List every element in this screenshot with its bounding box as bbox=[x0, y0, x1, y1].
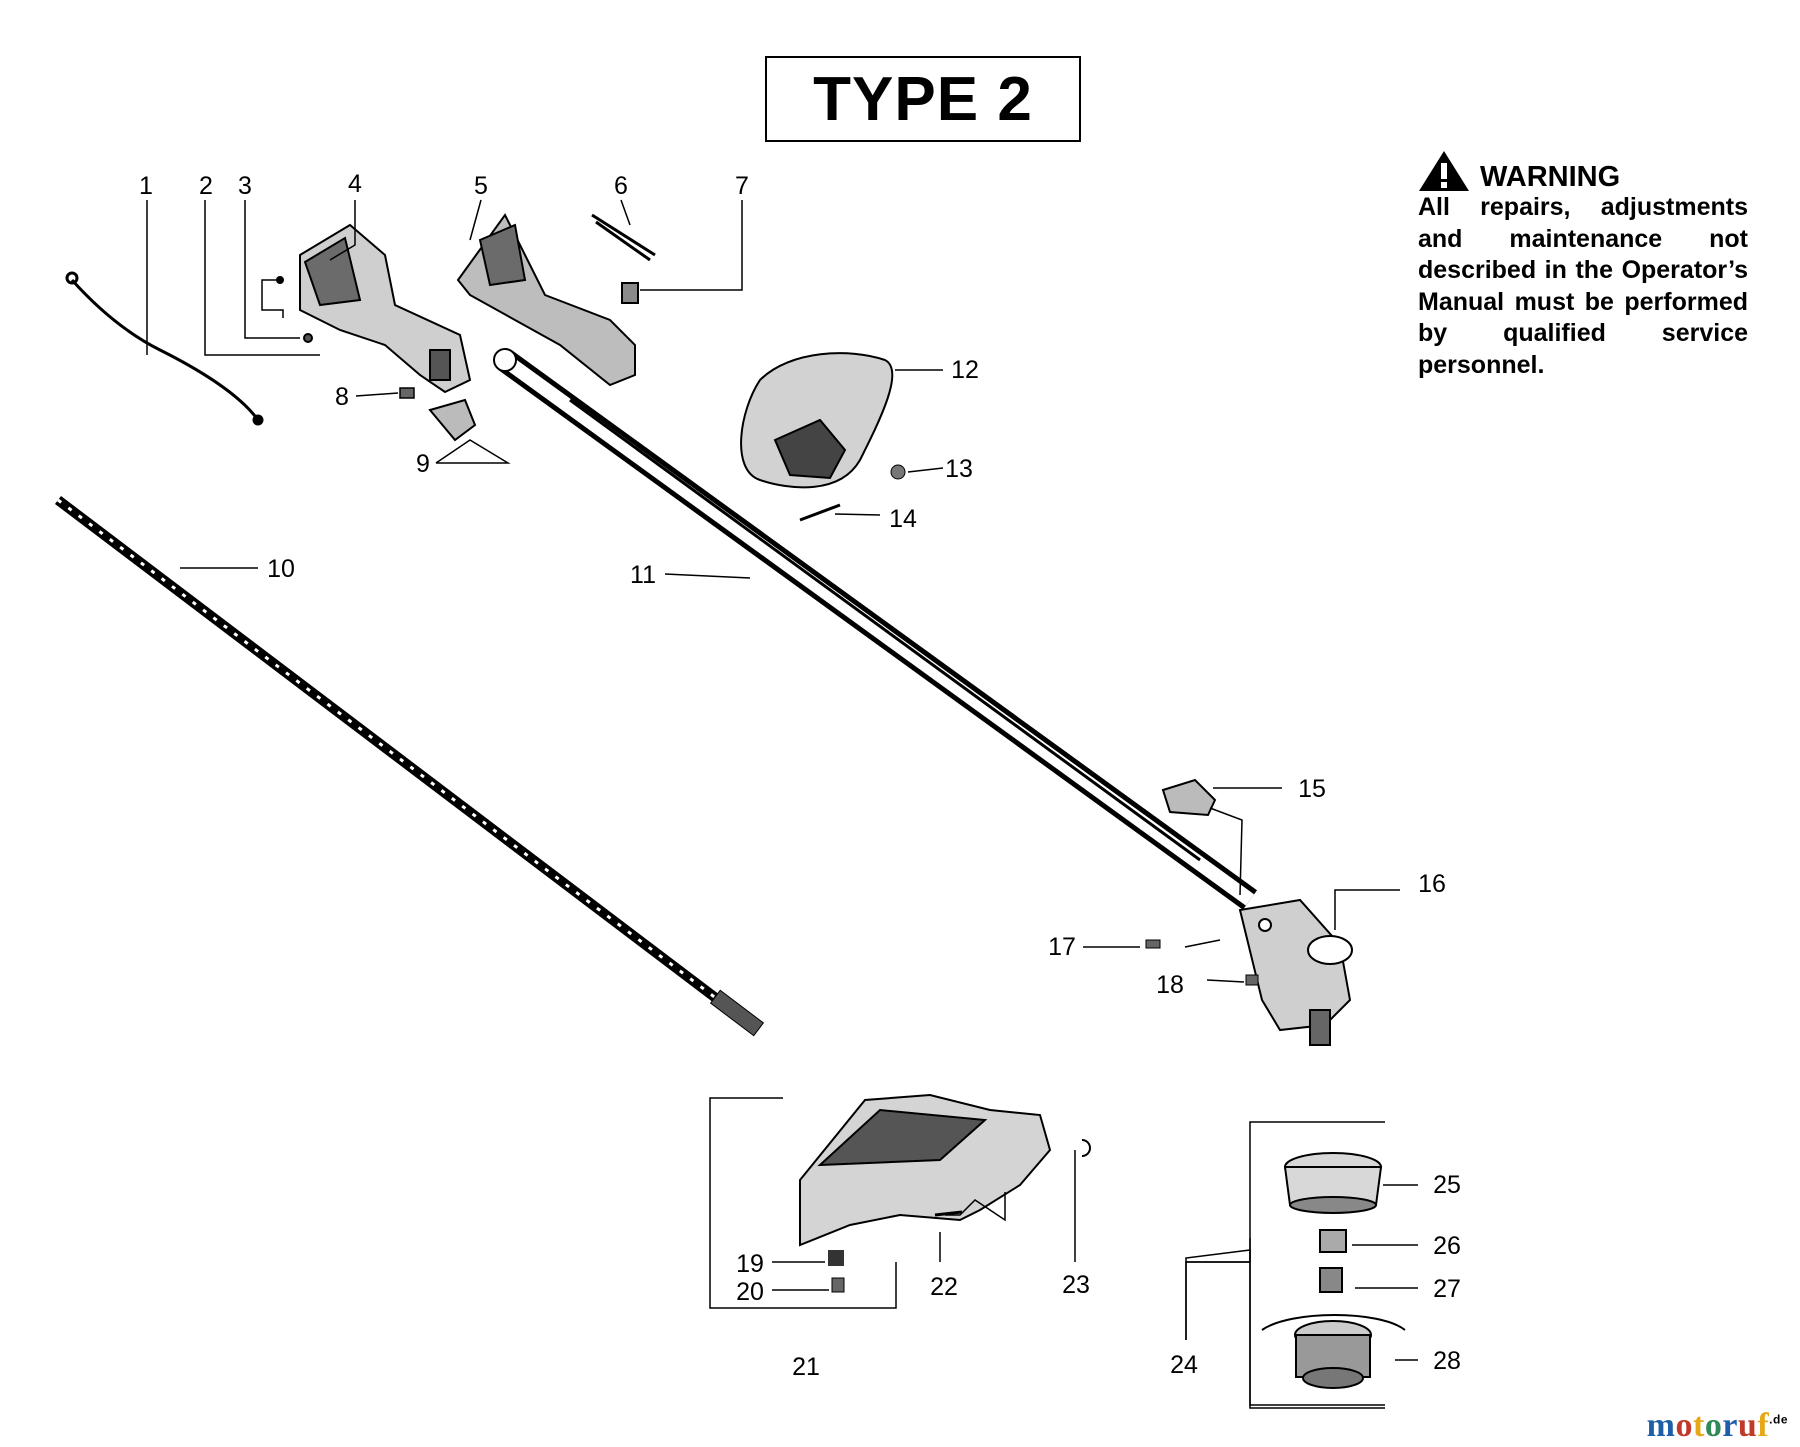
callout-21: 21 bbox=[792, 1353, 820, 1381]
callout-19: 19 bbox=[736, 1250, 764, 1278]
watermark-letters: motoruf bbox=[1647, 1407, 1770, 1444]
watermark-letter: o bbox=[1704, 1407, 1723, 1444]
title-box: TYPE 2 bbox=[765, 56, 1081, 142]
callout-4: 4 bbox=[348, 170, 362, 198]
callout-22: 22 bbox=[930, 1273, 958, 1301]
warning-triangle-icon bbox=[1419, 151, 1469, 191]
part-20-screw bbox=[831, 1277, 845, 1293]
callout-25: 25 bbox=[1433, 1171, 1461, 1199]
watermark-letter: r bbox=[1722, 1407, 1738, 1444]
part-15-bracket bbox=[1161, 778, 1217, 817]
part-12-cover bbox=[740, 352, 894, 489]
part-7-trigger bbox=[621, 282, 639, 304]
part-17-screw bbox=[1145, 939, 1161, 949]
callout-27: 27 bbox=[1433, 1275, 1461, 1303]
callout-11: 11 bbox=[630, 561, 656, 589]
watermark-letter: t bbox=[1692, 1407, 1705, 1444]
callout-6: 6 bbox=[614, 172, 628, 200]
callout-5: 5 bbox=[474, 172, 488, 200]
part-13-nut bbox=[890, 464, 906, 480]
watermark-logo: motoruf.de bbox=[1647, 1407, 1788, 1445]
watermark-letter: u bbox=[1737, 1407, 1758, 1444]
part-21-shield bbox=[799, 1093, 1052, 1247]
callout-26: 26 bbox=[1433, 1232, 1461, 1260]
callout-23: 23 bbox=[1062, 1271, 1090, 1299]
part-5-handle-half bbox=[456, 213, 636, 387]
warning-heading: WARNING bbox=[1480, 161, 1621, 193]
watermark-letter: o bbox=[1675, 1407, 1693, 1444]
callout-9: 9 bbox=[416, 450, 430, 478]
callout-28: 28 bbox=[1433, 1347, 1461, 1375]
part-11-tube bbox=[493, 348, 1258, 910]
callout-13: 13 bbox=[945, 455, 973, 483]
warning-header: WARNING bbox=[1418, 148, 1748, 192]
part-8-screw bbox=[399, 387, 415, 399]
part-19-clip bbox=[828, 1250, 844, 1266]
callout-7: 7 bbox=[735, 172, 749, 200]
part-6-spring bbox=[591, 213, 656, 262]
part-23-clip bbox=[1081, 1139, 1091, 1157]
callout-12: 12 bbox=[951, 356, 979, 384]
part-22-bolt bbox=[934, 1210, 963, 1217]
part-9-switch bbox=[428, 398, 477, 442]
part-4-handle-housing bbox=[276, 223, 472, 394]
callout-18: 18 bbox=[1156, 971, 1184, 999]
watermark-letter: f bbox=[1757, 1407, 1770, 1444]
part-16-gear-head bbox=[1238, 898, 1353, 1046]
callout-17: 17 bbox=[1048, 933, 1076, 961]
callout-labels: 1 2 3 4 5 6 7 8 9 10 11 12 13 14 15 16 1… bbox=[139, 170, 1461, 1381]
callout-14: 14 bbox=[889, 505, 917, 533]
diagram-title: TYPE 2 bbox=[813, 64, 1033, 134]
callout-1: 1 bbox=[139, 172, 153, 200]
watermark-suffix: .de bbox=[1769, 1412, 1788, 1427]
callout-15: 15 bbox=[1298, 775, 1326, 803]
watermark-letter: m bbox=[1646, 1407, 1676, 1444]
part-28-spool bbox=[1261, 1314, 1406, 1389]
part-25-cover bbox=[1283, 1152, 1383, 1214]
warning-block: WARNING All repairs, adjustments and mai… bbox=[1418, 148, 1748, 381]
callout-8: 8 bbox=[335, 383, 349, 411]
callout-2: 2 bbox=[199, 172, 213, 200]
callout-10: 10 bbox=[267, 555, 295, 583]
leader-lines bbox=[146, 199, 1418, 1406]
part-26-spring bbox=[1319, 1229, 1347, 1253]
warning-text: All repairs, adjustments and maintenance… bbox=[1418, 193, 1748, 379]
part-14-bolt bbox=[799, 503, 841, 522]
kit-24-bracket bbox=[1185, 1121, 1385, 1409]
part-27-eyelet bbox=[1319, 1267, 1343, 1293]
part-10-drive-shaft bbox=[54, 496, 765, 1037]
part-1-throttle-cable bbox=[65, 271, 264, 426]
callout-20: 20 bbox=[736, 1278, 764, 1306]
callout-3: 3 bbox=[238, 172, 252, 200]
callout-16: 16 bbox=[1418, 870, 1446, 898]
callout-24: 24 bbox=[1170, 1351, 1198, 1379]
part-18-screw bbox=[1245, 974, 1259, 986]
